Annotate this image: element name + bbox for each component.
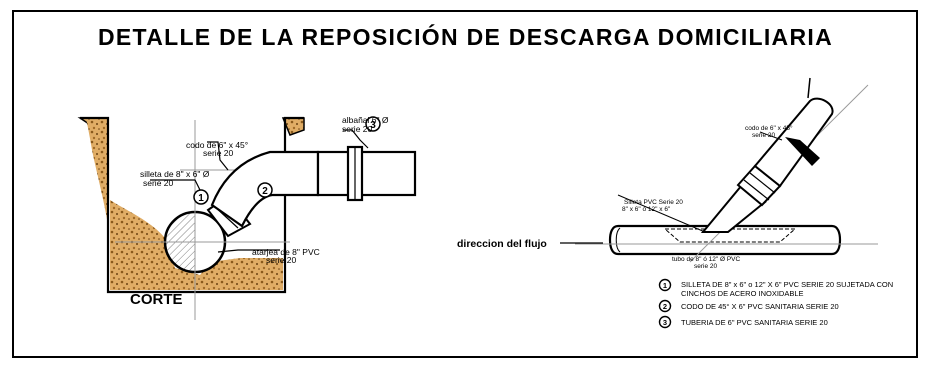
legend: 1 SILLETA DE 8" x 6" o 12" X 6" PVC SERI…	[658, 278, 893, 329]
elev-tubo-label-2: serie 20	[694, 263, 718, 270]
marker-2-label: 2	[262, 186, 268, 197]
section-view	[77, 116, 417, 320]
legend-1-line2: CINCHOS DE ACERO INOXIDABLE	[681, 289, 804, 298]
silleta-label-1: silleta de 8" x 6" Ø	[140, 169, 210, 179]
trench-outline	[80, 116, 304, 294]
legend-2-line1: CODO DE 45° X 6" PVC SANITARIA SERIE 20	[681, 302, 839, 311]
marker-3-label: 3	[370, 120, 376, 131]
atarjea-label-1: atarjea de 8" PVC	[252, 247, 320, 257]
albanal-pipe	[316, 150, 417, 197]
ground-left-mass	[86, 118, 108, 225]
elev-silleta-label-1: Silleta PVC Serie 20	[624, 199, 683, 206]
legend-3-num: 3	[663, 318, 667, 327]
atarjea-label-2: serie 20	[266, 255, 297, 265]
albanal-label-1: albañal 6" Ø	[342, 115, 389, 125]
albanal-label-2: serie 20	[342, 124, 373, 134]
legend-1-num: 1	[663, 281, 667, 290]
marker-1-circle	[193, 189, 209, 205]
silleta-label-2: serie 20	[143, 178, 174, 188]
upper-bell	[785, 137, 820, 166]
legend-1-circle	[658, 278, 672, 292]
marker-2-circle	[257, 182, 273, 198]
legend-3-line1: TUBERIA DE 6" PVC SANITARIA SERIE 20	[681, 318, 828, 327]
elev-tubo-label-1: tubo de 8" ó 12" Ø PVC	[672, 256, 741, 263]
elev-codo-label-1: codo de 6" x 45°	[745, 124, 793, 132]
legend-2-circle	[658, 299, 672, 313]
elev-silleta-label-2: 8" x 6" ó 12" x 6"	[622, 206, 671, 213]
marker-3-circle	[365, 116, 381, 132]
drawing-title: DETALLE DE LA REPOSICIÓN DE DESCARGA DOM…	[98, 24, 833, 50]
ground-right	[281, 117, 305, 136]
legend-3-circle	[658, 315, 672, 329]
marker-1-label: 1	[198, 193, 204, 204]
legend-1-line1: SILLETA DE 8" x 6" o 12" X 6" PVC SERIE …	[681, 280, 893, 289]
backfill	[110, 200, 283, 290]
flow-direction-label: direccion del flujo	[457, 238, 547, 250]
drawing-frame	[12, 10, 918, 358]
legend-2-num: 2	[663, 302, 667, 311]
corte-label: CORTE	[130, 291, 183, 308]
codo-label-1: codo de 6" x 45°	[186, 140, 248, 150]
elev-codo-label-2: serie 20	[752, 132, 776, 139]
codo-label-2: serie 20	[203, 148, 234, 158]
elevation-view	[560, 77, 878, 263]
